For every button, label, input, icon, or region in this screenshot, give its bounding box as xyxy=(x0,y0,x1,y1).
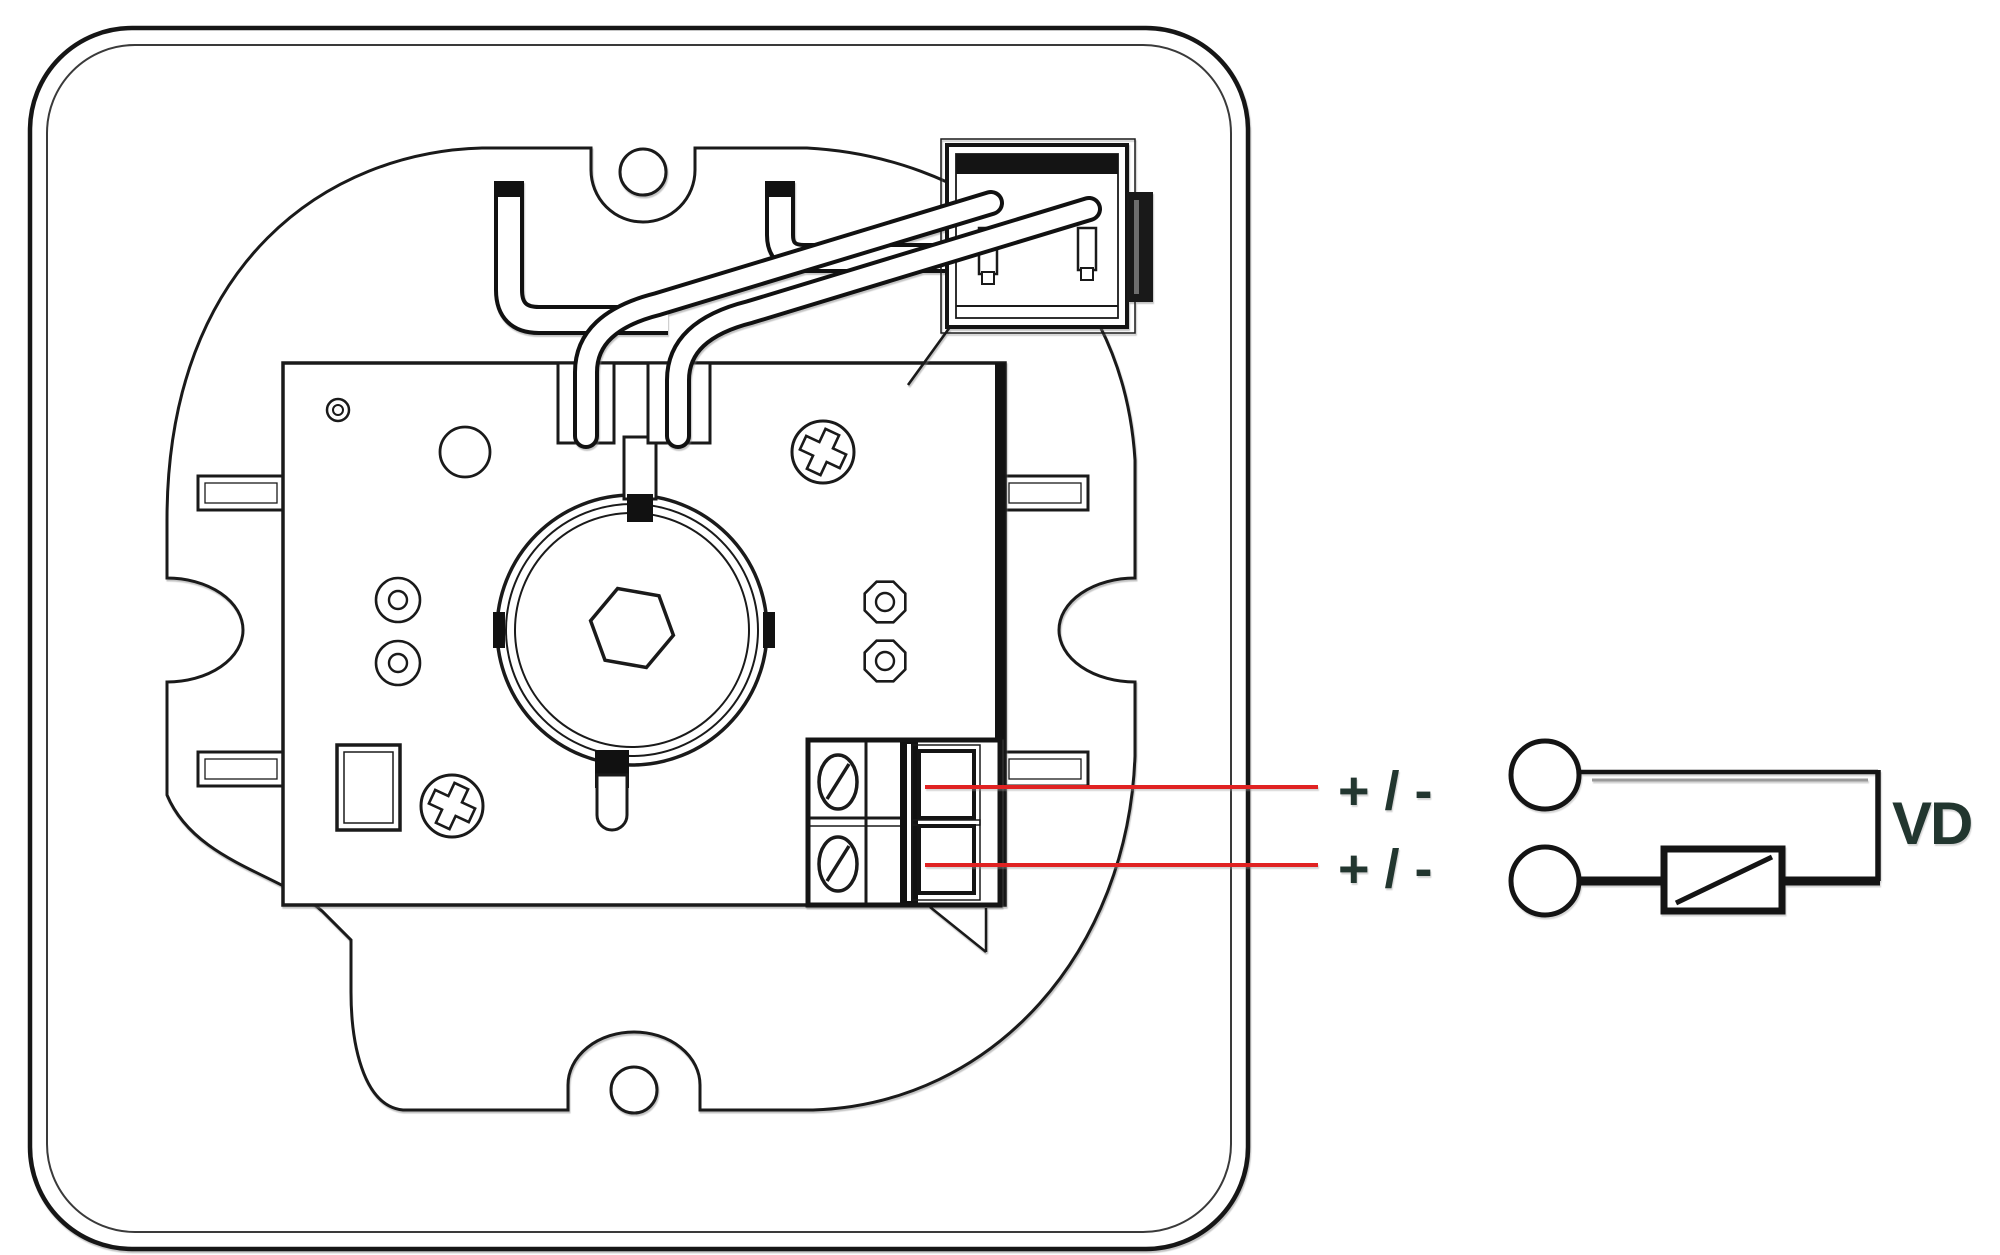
nut-right-upper xyxy=(863,580,907,624)
terminal-opening-2 xyxy=(911,819,981,901)
hex-shaft xyxy=(588,586,676,670)
connector-top-bar xyxy=(956,154,1118,174)
plate-edge-diagonal xyxy=(906,326,952,386)
screw-hole-bottom xyxy=(609,1065,659,1115)
dial-top-tab xyxy=(622,435,658,522)
plate-claw-slot-right-lower xyxy=(1000,750,1090,788)
plate-step-below-terminal xyxy=(929,906,987,953)
terminal-screw-1 xyxy=(817,753,859,811)
plate-claw-slot-left-lower xyxy=(196,750,286,788)
phillips-screw-bottom xyxy=(419,773,485,839)
terminal-screw-2 xyxy=(817,835,859,893)
pcb-hole xyxy=(438,425,492,479)
vd-component-slash xyxy=(1674,854,1774,906)
dial-notch-left xyxy=(493,612,505,648)
nut-right-lower xyxy=(863,639,907,683)
connector-side-tab xyxy=(1127,192,1153,302)
wire-label-2: + / - xyxy=(1338,839,1433,899)
top-bracket-assembly xyxy=(494,138,1153,449)
vd-component xyxy=(1660,845,1786,915)
plate-claw-slot-right-upper xyxy=(1000,474,1090,512)
terminal-block xyxy=(805,737,1003,953)
screw-hole-top xyxy=(618,147,668,197)
plate-claw-slot-left-upper xyxy=(196,474,286,512)
pcb-alignment-mark xyxy=(325,397,351,423)
terminal-circle-1 xyxy=(1508,738,1582,812)
external-circuit: + / - + / - VD xyxy=(925,738,1973,918)
pcb-board xyxy=(281,361,1007,907)
clamp-strap-left xyxy=(494,181,668,335)
flat-cable-2 xyxy=(665,196,1102,449)
flat-cable-1 xyxy=(573,190,1004,449)
pcb-right-edge xyxy=(995,363,1005,905)
wire-label-1: + / - xyxy=(1338,761,1433,821)
dial-bottom-tab xyxy=(595,750,629,832)
standoff-left-lower xyxy=(374,639,422,687)
component-box-bottom-left xyxy=(335,743,402,832)
phillips-screw-top xyxy=(790,419,856,485)
outer-frame-inner-edge xyxy=(46,44,1232,1233)
dial-notch-right xyxy=(763,612,775,648)
rotary-dial xyxy=(493,435,775,832)
vd-label: VD xyxy=(1892,790,1971,857)
standoff-left-upper xyxy=(374,576,422,624)
connector-pin-2 xyxy=(1076,226,1098,281)
terminal-circle-2 xyxy=(1508,844,1582,918)
